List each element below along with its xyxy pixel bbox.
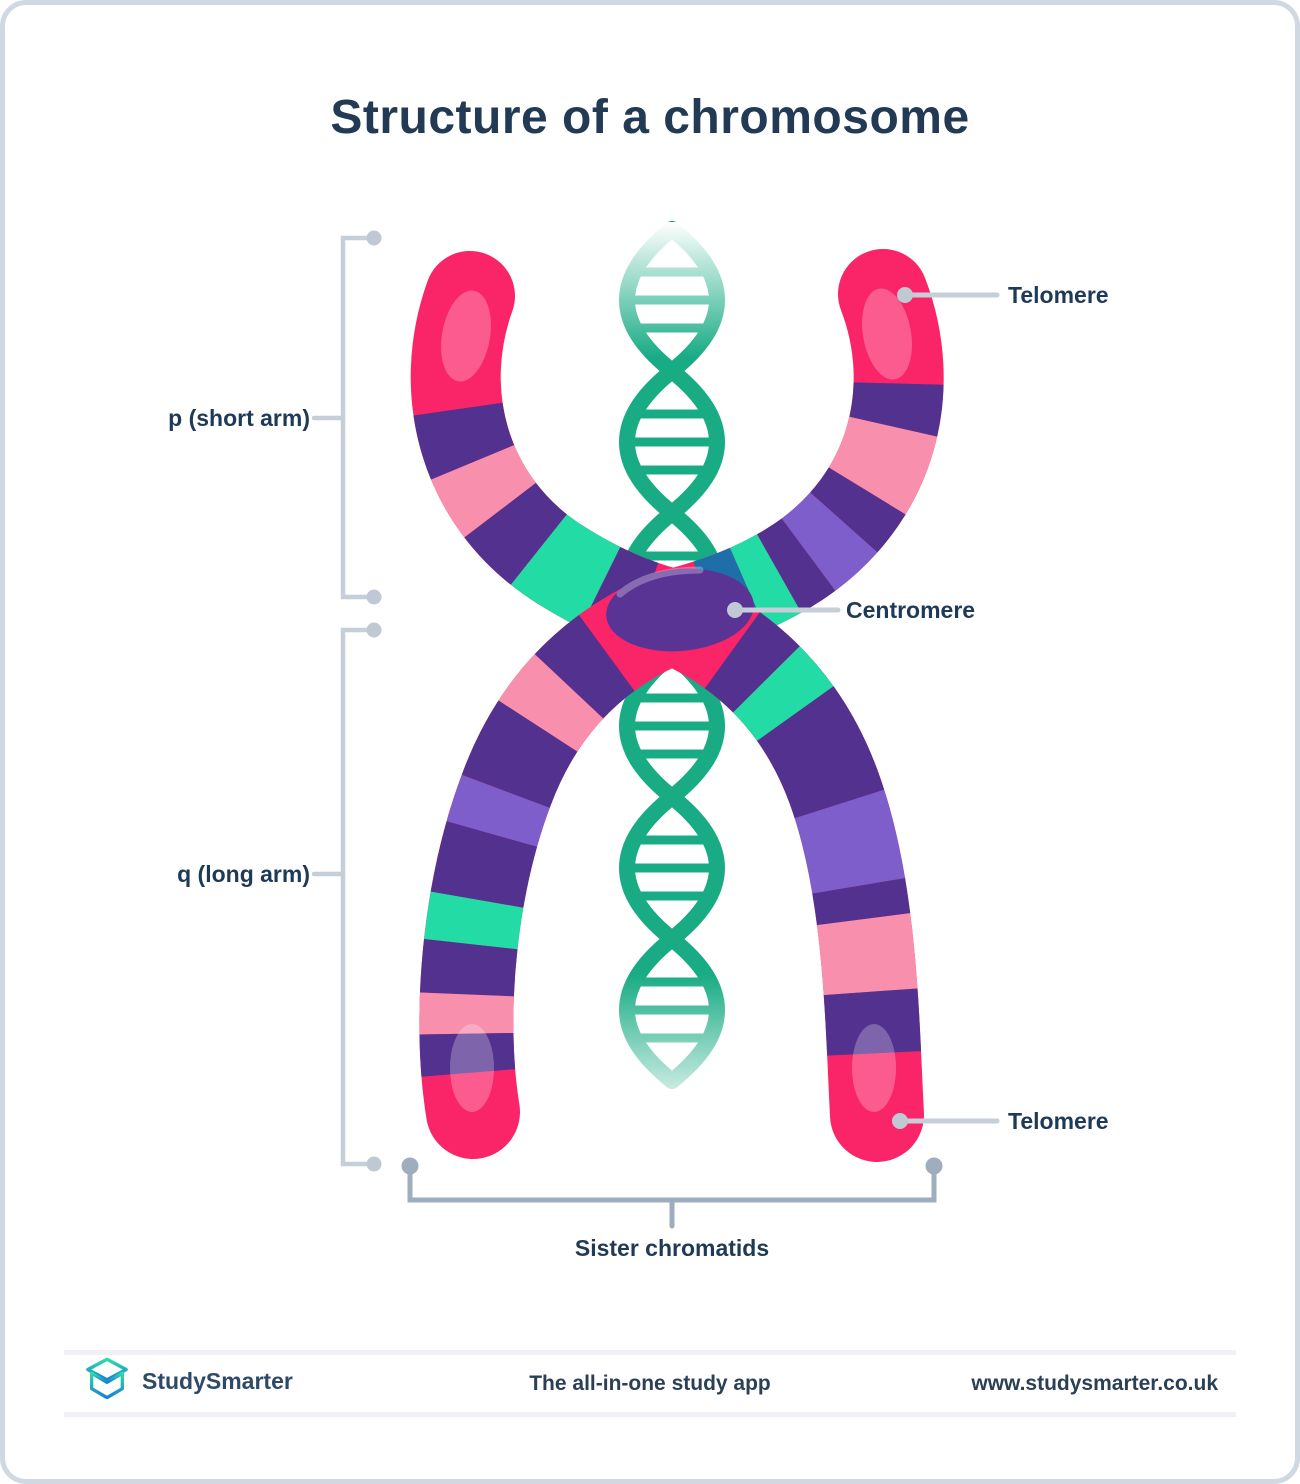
bracket-q-arm: [311, 622, 382, 1172]
bracket-sister-chromatids: [401, 1157, 943, 1229]
label-p-short-arm: p (short arm): [168, 405, 310, 431]
chromatid-arms: [434, 285, 918, 1115]
leader-telomere-top: [897, 287, 1000, 303]
footer-divider-top: [64, 1350, 1236, 1355]
centromere-shape: [606, 566, 754, 652]
page-title: Structure of a chromosome: [330, 91, 970, 144]
label-centromere: Centromere: [846, 597, 976, 623]
label-telomere-top: Telomere: [1008, 282, 1109, 308]
dna-fade-bottom: [598, 975, 748, 1125]
label-sister-chromatids: Sister chromatids: [574, 1235, 770, 1261]
label-telomere-bottom: Telomere: [1008, 1108, 1109, 1134]
footer-tagline: The all-in-one study app: [529, 1372, 771, 1395]
arm-brackets: [311, 230, 943, 1229]
leader-lines: [727, 287, 1000, 1129]
leader-centromere: [727, 602, 841, 618]
footer-divider-bottom: [64, 1412, 1236, 1417]
brand-logo: StudySmarter: [84, 1356, 293, 1406]
studysmarter-box-icon: [86, 1357, 128, 1400]
leader-telomere-bottom: [892, 1113, 1000, 1129]
dna-fade-top: [598, 222, 748, 357]
footer-url: www.studysmarter.co.uk: [971, 1372, 1218, 1395]
brand-name: StudySmarter: [142, 1367, 293, 1394]
bracket-p-arm: [311, 230, 382, 605]
label-q-long-arm: q (long arm): [177, 861, 310, 887]
telomere-tip-highlights: [441, 288, 912, 1112]
